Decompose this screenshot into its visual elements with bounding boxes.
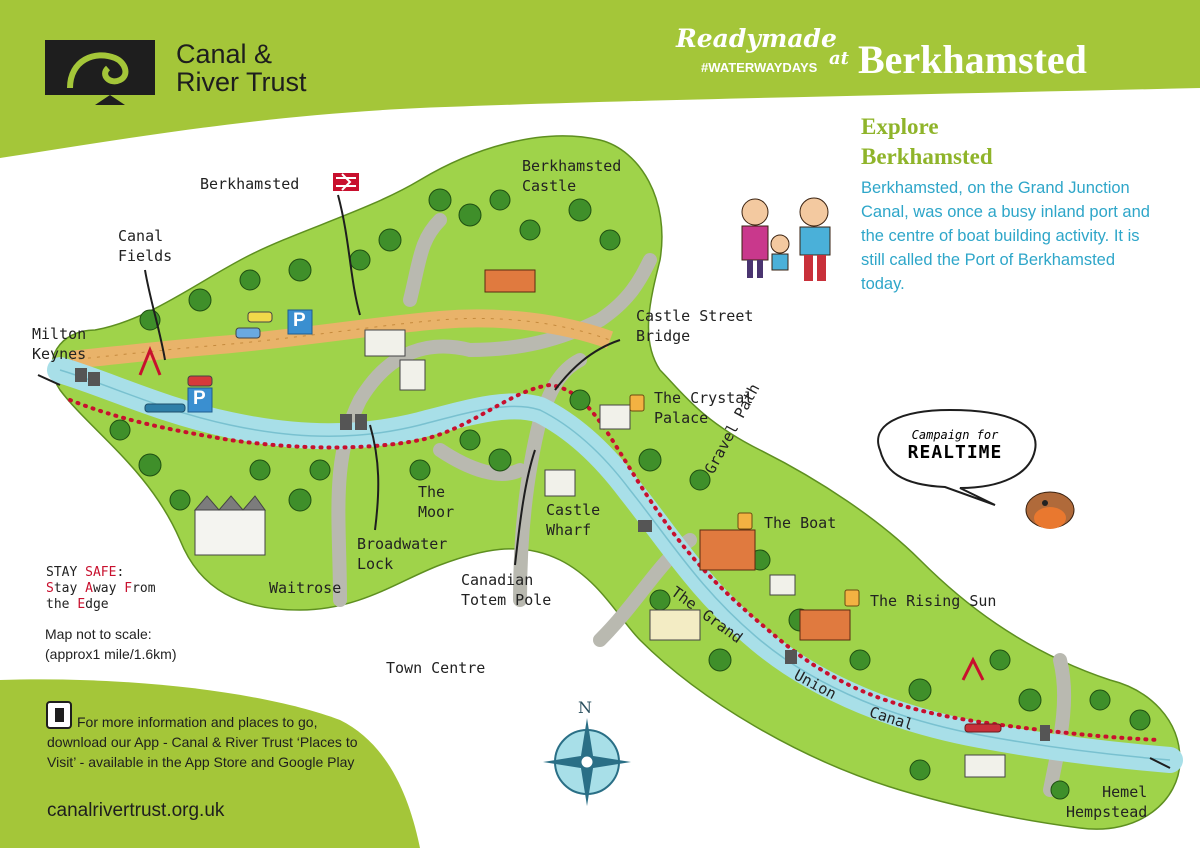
safety-line2-e: F: [124, 581, 133, 596]
banner-hashtag: #WATERWAYDAYS: [701, 60, 818, 75]
label-castle-wharf-line2: Wharf: [546, 521, 592, 539]
app-info: For more information and places to go, d…: [47, 712, 377, 772]
label-rising-sun: The Rising Sun: [870, 592, 997, 610]
railway-icon: [333, 173, 359, 191]
banner-connector: at: [829, 48, 849, 69]
intro-heading-line2: Berkhamsted: [861, 144, 993, 169]
pub-icons: [629, 394, 860, 607]
label-totem-pole: Canadian Totem Pole: [461, 570, 551, 610]
label-castle: Berkhamsted Castle: [522, 156, 621, 196]
label-crystal-palace-line1: The Crystal: [654, 389, 754, 407]
safety-line1: STAY SAFE:: [46, 565, 156, 581]
label-station: Berkhamsted: [200, 175, 300, 193]
label-hemel-hempstead-line1: Hemel: [1102, 783, 1148, 801]
label-castle-wharf: Castle Wharf: [546, 500, 600, 540]
label-castle-line2: Castle: [522, 177, 577, 195]
label-canal-fields-line1: Canal: [118, 227, 164, 245]
footer-band: [0, 679, 420, 848]
phone-app-icon: [46, 701, 72, 729]
safety-line2-d: way: [92, 581, 125, 596]
walking-route: [68, 382, 1162, 742]
label-hemel-hempstead-line2: Hempstead: [1066, 803, 1148, 821]
intro-heading: Explore Berkhamsted: [861, 112, 993, 172]
parking-label-2: P: [193, 388, 206, 409]
label-broadwater-lock-line1: Broadwater: [357, 535, 448, 553]
brand-name-line1: Canal &: [176, 39, 273, 69]
buildings: [193, 269, 1006, 778]
label-totem-pole-line1: Canadian: [461, 571, 534, 589]
intro-heading-line1: Explore: [861, 114, 939, 139]
label-the-moor-line1: The: [418, 483, 446, 501]
safety-line3-b: E: [77, 597, 86, 612]
label-crystal-palace: The Crystal Palace: [654, 388, 753, 428]
safety-line3-c: dge: [85, 597, 109, 612]
scale-note-line2: (approx1 mile/1.6km): [45, 646, 177, 662]
safety-line2-f: rom: [132, 581, 156, 596]
label-castle-street-bridge-line1: Castle Street: [636, 307, 754, 325]
roads: [331, 213, 1072, 797]
safety-line2-a: S: [46, 581, 54, 596]
safety-line1-prefix: STAY: [46, 565, 86, 580]
label-town-centre: Town Centre: [386, 659, 486, 677]
label-the-moor-line2: Moor: [418, 503, 455, 521]
family-illustration: [741, 197, 831, 281]
banner-town-name: Berkhamsted: [858, 37, 1087, 82]
label-crystal-palace-line2: Palace: [654, 409, 709, 427]
label-totem-pole-line2: Totem Pole: [461, 591, 552, 609]
brand-name-line2: River Trust: [176, 67, 307, 97]
brand-name: Canal & River Trust: [176, 40, 307, 96]
locks: [75, 368, 1050, 741]
intro-body: Berkhamsted, on the Grand Junction Canal…: [861, 179, 1150, 293]
robin-illustration: [1025, 491, 1075, 529]
label-castle-line1: Berkhamsted: [522, 157, 622, 175]
campaign-text: Campaign for REALTIME: [895, 428, 1015, 463]
label-milton-keynes-line2: Keynes: [32, 345, 87, 363]
app-info-text: For more information and places to go, d…: [47, 714, 358, 770]
swan-logo: [45, 40, 155, 105]
label-canal-fields: Canal Fields: [118, 226, 172, 266]
compass-rose: [543, 718, 631, 806]
label-castle-street-bridge: Castle Street Bridge: [636, 306, 753, 346]
website-link[interactable]: canalrivertrust.org.uk: [47, 800, 225, 821]
label-the-moor: The Moor: [418, 482, 454, 522]
label-waitrose: Waitrose: [269, 579, 342, 597]
parking-label-1: P: [293, 310, 306, 331]
campaign-line1: Campaign for: [911, 428, 999, 442]
label-milton-keynes: Milton Keynes: [32, 324, 86, 364]
header-band: [0, 0, 1200, 158]
banner-script-title: Readymade: [676, 24, 837, 53]
label-hemel-hempstead: Hemel Hempstead: [1066, 782, 1147, 822]
label-broadwater-lock-line2: Lock: [357, 555, 394, 573]
label-canal-fields-line2: Fields: [118, 247, 173, 265]
label-the-boat: The Boat: [764, 514, 837, 532]
trees: [109, 188, 1151, 800]
safety-line2-b: tay: [53, 581, 86, 596]
parking-signs: [187, 309, 313, 413]
scale-note-line1: Map not to scale:: [45, 626, 152, 642]
safety-message: STAY SAFE: Stay Away From the Edge: [46, 565, 156, 613]
label-castle-wharf-line1: Castle: [546, 501, 601, 519]
safety-line1-suffix: :: [116, 565, 125, 580]
safety-line3-a: the: [46, 597, 78, 612]
compass-north-label: N: [578, 698, 592, 717]
campaign-line2: REALTIME: [907, 442, 1003, 463]
campaign-bubble: [877, 408, 1037, 506]
scale-note: Map not to scale: (approx1 mile/1.6km): [45, 624, 177, 664]
label-pointers: [37, 194, 1171, 769]
label-broadwater-lock: Broadwater Lock: [357, 534, 447, 574]
label-castle-street-bridge-line2: Bridge: [636, 327, 691, 345]
label-milton-keynes-line1: Milton: [32, 325, 87, 343]
safety-line2-c: A: [85, 581, 93, 596]
safety-line1-red: SAFE: [85, 565, 117, 580]
safety-line2: Stay Away From: [46, 581, 156, 597]
safety-line3: the Edge: [46, 597, 156, 613]
